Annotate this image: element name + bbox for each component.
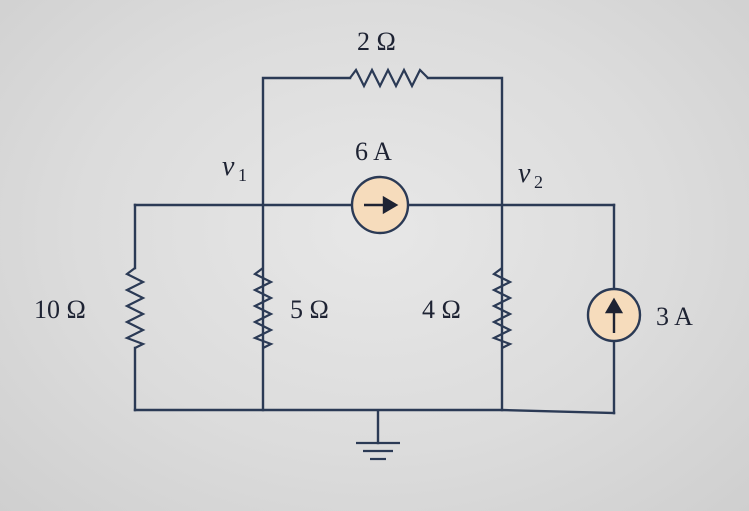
resistor-4-ohm xyxy=(491,267,513,349)
label-5-ohm: 5 Ω xyxy=(290,295,329,324)
arrow-up-head-icon xyxy=(604,297,624,314)
node-v2-subscript: 2 xyxy=(534,172,543,192)
node-v1-symbol: v xyxy=(222,151,235,182)
resistor-10-ohm xyxy=(124,267,146,349)
wire-top-right-drop xyxy=(426,76,504,412)
node-v2-symbol: v xyxy=(518,158,531,189)
current-source-3a xyxy=(586,287,642,343)
label-10-ohm: 10 Ω xyxy=(34,295,86,324)
label-2-ohm: 2 Ω xyxy=(357,27,396,56)
ground-icon xyxy=(356,441,400,461)
node-v1-subscript: 1 xyxy=(238,165,247,185)
wire-top-left-rise xyxy=(261,76,352,412)
resistor-5-ohm xyxy=(252,267,274,349)
label-4-ohm: 4 Ω xyxy=(422,295,461,324)
arrow-right-head-icon xyxy=(382,195,399,215)
label-3a: 3 A xyxy=(656,302,693,331)
node-label-v2: v 2 xyxy=(518,158,543,192)
wire-bottom xyxy=(133,408,616,415)
node-label-v1: v 1 xyxy=(222,151,247,185)
resistor-2-ohm xyxy=(349,67,429,89)
label-6a: 6 A xyxy=(355,137,392,166)
current-source-6a xyxy=(350,175,410,235)
